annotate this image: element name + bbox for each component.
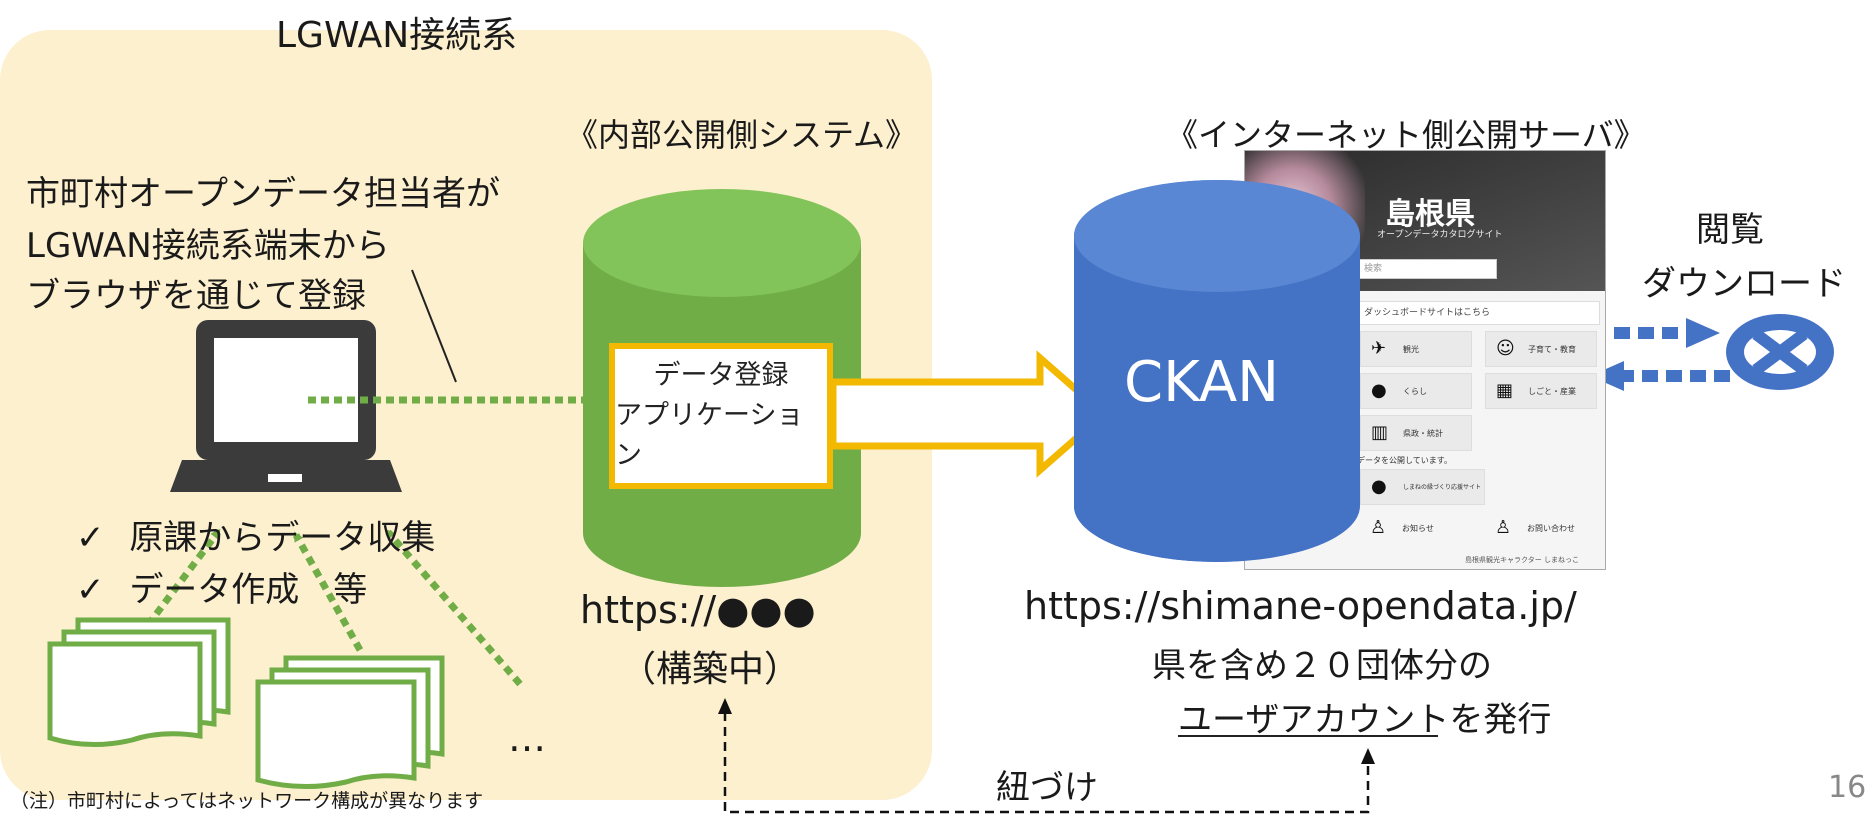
dashboard-banner: ダッシュボードサイトはこちら — [1355, 301, 1600, 325]
internet-server-title: 《インターネット側公開サーバ》 — [1166, 116, 1646, 154]
site-search-input: 検索 — [1357, 259, 1497, 279]
publish-arrow — [829, 350, 1110, 478]
laptop-icon — [170, 320, 402, 492]
check-icon: ✓ — [76, 518, 105, 558]
accounts-line-2: ユーザアカウントを発行 — [1178, 692, 1551, 741]
tile-label: しごと・産業 — [1528, 387, 1576, 396]
airplane-icon: ✈ — [1371, 338, 1387, 359]
link-arrowhead-right — [1361, 748, 1375, 764]
site-title: 島根県 — [1385, 197, 1475, 232]
publish-note: データを公開しています。 — [1357, 456, 1452, 465]
lgwan-title: LGWAN接続系 — [276, 15, 518, 56]
viewer-label-view: 閲覧 — [1696, 210, 1764, 250]
tile-statistics: ▥ 県政・統計 — [1360, 415, 1472, 451]
tile-support-site: ● しまねの縁づくり応援サイト — [1360, 469, 1485, 505]
viewer-globe-icon — [1726, 314, 1834, 390]
link-label: 紐づけ — [996, 768, 1098, 808]
user-text-line-3: ブラウザを通じて登録 — [26, 276, 366, 316]
bar-chart-icon: ▥ — [1371, 422, 1389, 443]
tile-label: 観光 — [1403, 345, 1419, 354]
document-stack-2 — [255, 655, 445, 789]
opendata-site-screenshot: 島根県 オープンデータカタログサイト 検索 ダッシュボードサイトはこちら ✈ 観… — [1244, 150, 1606, 570]
app-label-line-2: アプリケーション — [615, 400, 804, 471]
tile-contact: ♙ お問い合わせ — [1485, 511, 1597, 547]
user-text-line-1: 市町村オープンデータ担当者が — [26, 174, 500, 214]
ckan-label: CKAN — [1124, 350, 1280, 415]
download-arrowhead — [1686, 318, 1720, 348]
site-subtitle: オープンデータカタログサイト — [1377, 230, 1503, 240]
tile-label: 県政・統計 — [1403, 429, 1443, 438]
internal-system-title: 《内部公開側システム》 — [566, 116, 918, 154]
callout-line — [411, 269, 457, 383]
building-icon: ▦ — [1496, 380, 1514, 401]
task-item-1: ✓ 原課からデータ収集 — [76, 510, 435, 559]
tile-label: しまねの縁づくり応援サイト — [1403, 484, 1482, 491]
task-item-2: ✓ データ作成 等 — [76, 562, 367, 611]
tile-label: お知らせ — [1402, 524, 1434, 533]
more-documents-ellipsis: … — [508, 716, 546, 760]
link-arrowhead-left — [718, 698, 732, 714]
data-registration-app: データ登録 アプリケーション — [609, 343, 833, 489]
accounts-line-1: 県を含め２０団体分の — [1152, 646, 1492, 686]
people-icon: ● — [1371, 476, 1387, 497]
upload-arrowhead — [1590, 361, 1624, 391]
tile-label: くらし — [1403, 387, 1427, 396]
slide-number: 16 — [1828, 770, 1865, 805]
tile-label: 子育て・教育 — [1528, 345, 1576, 354]
accounts-suffix-text: を発行 — [1449, 700, 1552, 740]
tile-childcare: ☺ 子育て・教育 — [1485, 331, 1597, 367]
smiley-icon: ☺ — [1496, 338, 1515, 359]
viewer-label-download: ダウンロード — [1642, 264, 1846, 304]
app-label-line-1: データ登録 — [653, 360, 789, 391]
internal-url: https://●●● — [580, 588, 816, 632]
mascot-icon: ♙ — [1495, 517, 1512, 538]
link-dashed-line — [723, 712, 1370, 814]
user-text-line-2: LGWAN接続系端末から — [26, 226, 390, 266]
check-icon: ✓ — [76, 570, 105, 610]
site-footer: 島根県観光キャラクター しまねっこ — [1465, 556, 1579, 564]
tile-living: ● くらし — [1360, 373, 1472, 409]
person-icon: ● — [1371, 380, 1387, 401]
internet-url: https://shimane-opendata.jp/ — [1024, 584, 1577, 628]
mascot-icon: ♙ — [1370, 517, 1387, 538]
doc-arrow-2 — [292, 531, 364, 652]
tile-news: ♙ お知らせ — [1360, 511, 1472, 547]
document-stack-1 — [47, 617, 231, 747]
cherry-blossom-image — [1245, 151, 1365, 291]
internal-status: （構築中） — [620, 649, 801, 690]
doc-arrow-1 — [145, 528, 221, 628]
accounts-underlined-text: ユーザアカウント — [1178, 700, 1450, 740]
network-note: （注）市町村によってはネットワーク構成が異なります — [10, 790, 484, 812]
tile-industry: ▦ しごと・産業 — [1485, 373, 1597, 409]
doc-arrow-3 — [385, 528, 523, 687]
task-label-1: 原課からデータ収集 — [129, 518, 436, 558]
task-label-2: データ作成 等 — [129, 570, 368, 610]
tile-tourism: ✈ 観光 — [1360, 331, 1472, 367]
tile-label: お問い合わせ — [1527, 524, 1575, 533]
